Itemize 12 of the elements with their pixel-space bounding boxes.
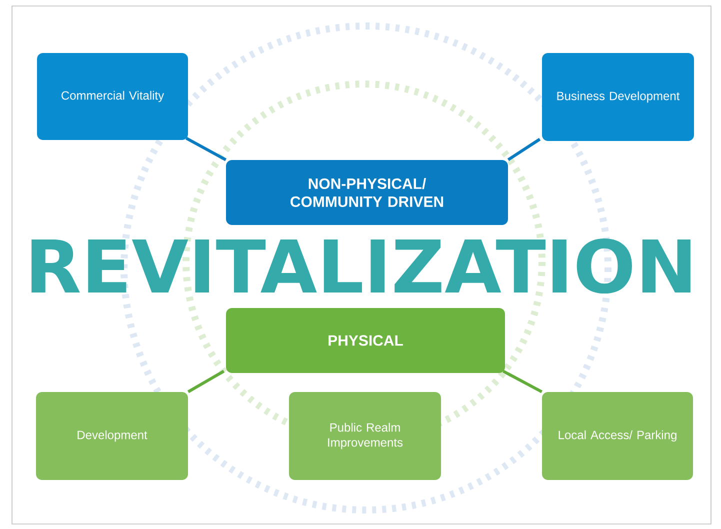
category-box: PHYSICAL <box>226 308 505 373</box>
topic-box: Development <box>36 392 188 480</box>
topic-box: Public Realm Improvements <box>289 392 441 480</box>
category-box: NON-PHYSICAL/ COMMUNITY DRIVEN <box>226 160 508 225</box>
connector-line <box>185 136 227 162</box>
topic-box: Local Access/ Parking <box>542 392 693 480</box>
heading: REVITALIZATION <box>32 238 690 294</box>
connector-line <box>507 138 541 162</box>
connector-line <box>187 370 225 394</box>
topic-box: Business Development <box>542 53 694 141</box>
connector-line <box>502 370 542 394</box>
topic-box: Commercial Vitality <box>37 53 188 140</box>
